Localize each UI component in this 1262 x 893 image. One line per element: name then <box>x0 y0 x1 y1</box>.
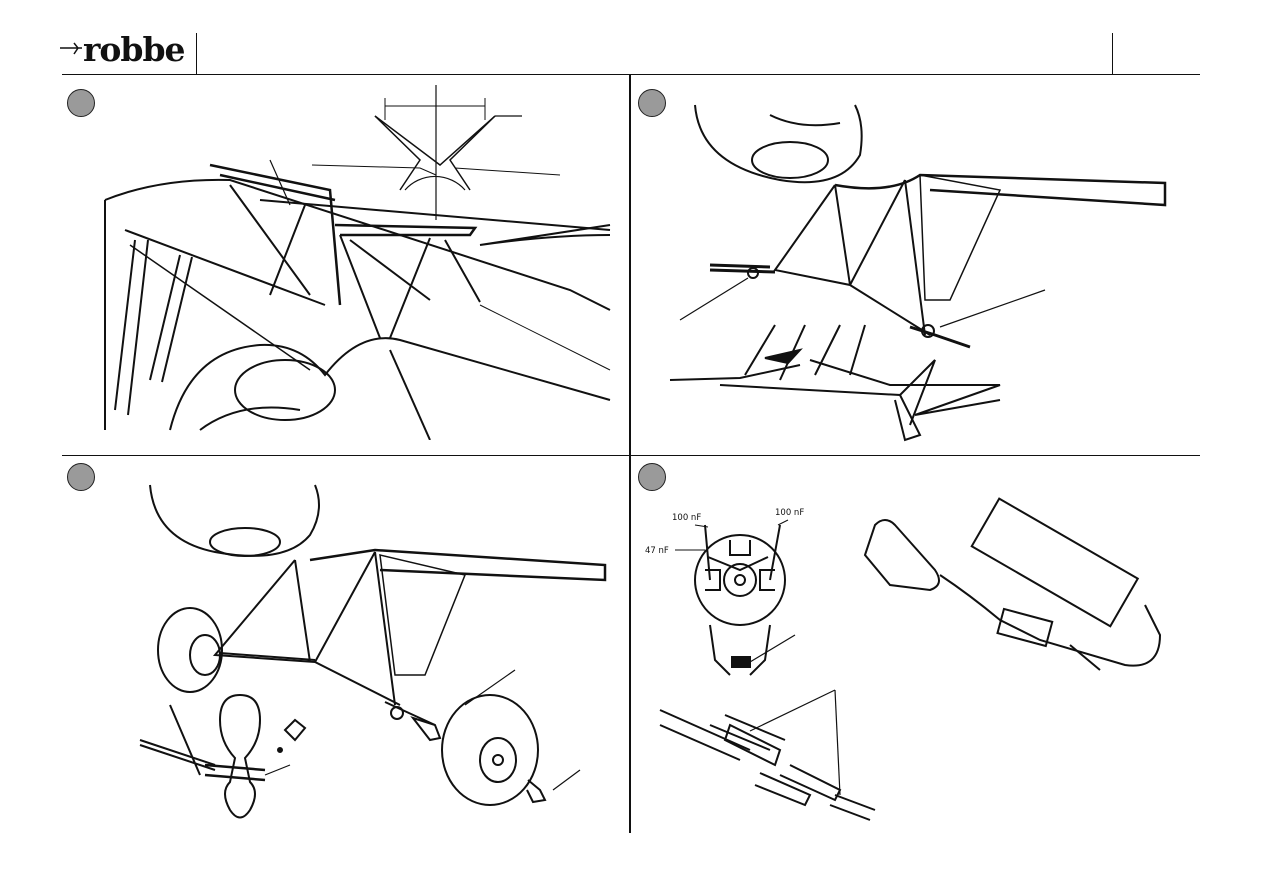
horizontal-divider <box>62 455 1200 456</box>
panel-2-illustration <box>660 95 1170 455</box>
vertical-divider <box>629 74 631 833</box>
header-divider-right <box>1112 33 1113 75</box>
cap-label-left-top: 100 nF <box>672 513 701 523</box>
step-4-marker <box>638 463 666 491</box>
step-3-marker <box>67 463 95 491</box>
header-rule <box>62 74 1200 75</box>
cap-label-side: 47 nF <box>645 546 669 556</box>
brand-logo: robbe <box>58 30 193 70</box>
panel-3-illustration <box>135 480 610 830</box>
step-1-marker <box>67 89 95 117</box>
header-divider-left <box>196 33 197 75</box>
panel-4-illustration: 100 nF 100 nF 47 nF <box>640 495 1200 835</box>
brand-name: robbe <box>83 30 185 70</box>
cap-label-right-top: 100 nF <box>775 508 804 518</box>
panel-1-illustration <box>100 80 620 440</box>
